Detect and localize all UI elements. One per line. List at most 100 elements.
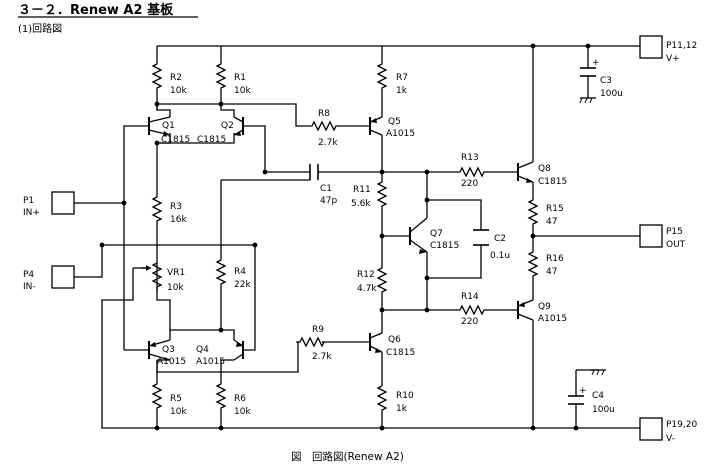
svg-text:VR1: VR1 xyxy=(167,268,185,278)
transistor-q4: Q4 A1015 xyxy=(196,339,244,367)
wires xyxy=(74,45,640,429)
port-p4: P4 IN- xyxy=(23,265,75,292)
figure-caption: 図 回路図(Renew A2) xyxy=(291,450,404,463)
svg-text:A1015: A1015 xyxy=(157,357,186,367)
section-title: ３－２．Renew A2 基板 xyxy=(18,2,174,18)
resistor-r14: R14 220 xyxy=(459,292,486,327)
svg-text:C1815: C1815 xyxy=(386,348,415,358)
svg-text:47: 47 xyxy=(546,217,557,227)
svg-text:Q5: Q5 xyxy=(388,117,401,127)
svg-text:R3: R3 xyxy=(170,202,182,212)
svg-text:R4: R4 xyxy=(234,267,246,277)
section-subtitle: (1)回路図 xyxy=(18,22,62,35)
svg-text:R12: R12 xyxy=(357,270,375,280)
svg-text:P4: P4 xyxy=(23,270,34,280)
resistor-r12: R12 4.7k xyxy=(357,267,388,296)
svg-text:R14: R14 xyxy=(461,292,479,302)
svg-text:Q1: Q1 xyxy=(162,121,175,131)
svg-text:OUT: OUT xyxy=(666,240,686,250)
svg-text:R1: R1 xyxy=(234,73,246,83)
svg-text:Q6: Q6 xyxy=(388,335,401,345)
svg-text:16k: 16k xyxy=(170,215,187,225)
svg-text:C1815: C1815 xyxy=(161,135,190,145)
svg-text:Q7: Q7 xyxy=(430,229,443,239)
capacitor-c3: + C3 100u xyxy=(579,58,623,104)
svg-text:R10: R10 xyxy=(396,391,414,401)
resistor-r2: R2 10k xyxy=(151,63,187,96)
port-p1: P1 IN+ xyxy=(23,191,75,218)
resistor-r7: R7 1k xyxy=(376,63,408,96)
svg-text:5.6k: 5.6k xyxy=(351,199,371,209)
resistor-r11: R11 5.6k xyxy=(351,181,388,210)
transistor-q8: Q8 C1815 xyxy=(517,161,567,187)
svg-text:100u: 100u xyxy=(592,405,615,415)
resistor-r4: R4 22k xyxy=(215,259,251,296)
svg-text:10k: 10k xyxy=(234,86,251,96)
svg-text:A1015: A1015 xyxy=(538,314,567,324)
potentiometer-vr1: VR1 10k xyxy=(141,262,185,293)
svg-text:47: 47 xyxy=(546,267,557,277)
capacitor-c4: + C4 100u xyxy=(568,369,615,415)
svg-text:C4: C4 xyxy=(592,391,604,401)
resistor-r10: R10 1k xyxy=(376,385,414,414)
capacitor-c1: C1 47p xyxy=(309,164,337,206)
junction-dots xyxy=(99,43,591,431)
svg-text:220: 220 xyxy=(461,179,478,189)
svg-text:R8: R8 xyxy=(318,109,330,119)
svg-text:P19,20: P19,20 xyxy=(666,420,697,430)
transistor-q2: Q2 C1815 xyxy=(197,116,244,145)
port-p19: P19,20 V- xyxy=(639,417,697,444)
svg-text:C2: C2 xyxy=(494,234,506,244)
svg-text:C3: C3 xyxy=(600,76,612,86)
svg-text:R13: R13 xyxy=(461,153,479,163)
transistor-q1: Q1 C1815 xyxy=(148,116,190,145)
transistor-q5: Q5 A1015 xyxy=(369,116,415,139)
svg-text:100u: 100u xyxy=(600,89,623,99)
svg-text:R16: R16 xyxy=(546,254,564,264)
svg-text:Q2: Q2 xyxy=(221,121,234,131)
svg-text:R2: R2 xyxy=(170,73,182,83)
svg-text:IN+: IN+ xyxy=(23,208,40,218)
svg-text:220: 220 xyxy=(461,317,478,327)
transistor-q3: Q3 A1015 xyxy=(148,339,186,367)
svg-text:2.7k: 2.7k xyxy=(318,138,338,148)
svg-text:2.7k: 2.7k xyxy=(312,352,332,362)
svg-text:A1015: A1015 xyxy=(386,129,415,139)
svg-text:P11,12: P11,12 xyxy=(666,41,697,51)
svg-text:10k: 10k xyxy=(234,407,251,417)
capacitor-c2: C2 0.1u xyxy=(473,229,510,261)
svg-text:0.1u: 0.1u xyxy=(490,251,510,261)
svg-text:P15: P15 xyxy=(666,227,683,237)
svg-text:1k: 1k xyxy=(396,86,408,96)
resistor-r16: R16 47 xyxy=(527,251,564,278)
transistor-q7: Q7 C1815 xyxy=(409,217,459,254)
svg-text:C1815: C1815 xyxy=(430,241,459,251)
svg-text:C1815: C1815 xyxy=(197,135,226,145)
svg-text:10k: 10k xyxy=(167,283,184,293)
svg-text:Q4: Q4 xyxy=(196,345,209,355)
svg-text:R5: R5 xyxy=(170,394,182,404)
svg-text:22k: 22k xyxy=(234,280,251,290)
svg-text:Q9: Q9 xyxy=(538,302,551,312)
svg-text:Q3: Q3 xyxy=(162,345,175,355)
svg-text:C1: C1 xyxy=(320,184,332,194)
port-p15: P15 OUT xyxy=(639,224,686,250)
resistor-r5: R5 10k xyxy=(151,383,187,418)
svg-text:+: + xyxy=(579,386,587,396)
svg-text:R15: R15 xyxy=(546,204,564,214)
svg-text:V-: V- xyxy=(666,434,675,444)
port-p11: P11,12 V+ xyxy=(639,35,697,64)
svg-text:V+: V+ xyxy=(666,54,680,64)
resistor-r13: R13 220 xyxy=(459,153,486,189)
svg-text:R9: R9 xyxy=(312,325,324,335)
svg-text:IN-: IN- xyxy=(23,282,36,292)
resistor-r9: R9 2.7k xyxy=(298,325,332,362)
transistor-q6: Q6 C1815 xyxy=(369,332,415,360)
resistor-r1: R1 10k xyxy=(215,63,251,96)
svg-text:C1815: C1815 xyxy=(538,177,567,187)
svg-text:47p: 47p xyxy=(320,196,337,206)
svg-text:A1015: A1015 xyxy=(196,357,225,367)
svg-text:Q8: Q8 xyxy=(538,164,551,174)
resistor-r3: R3 16k xyxy=(151,196,187,225)
